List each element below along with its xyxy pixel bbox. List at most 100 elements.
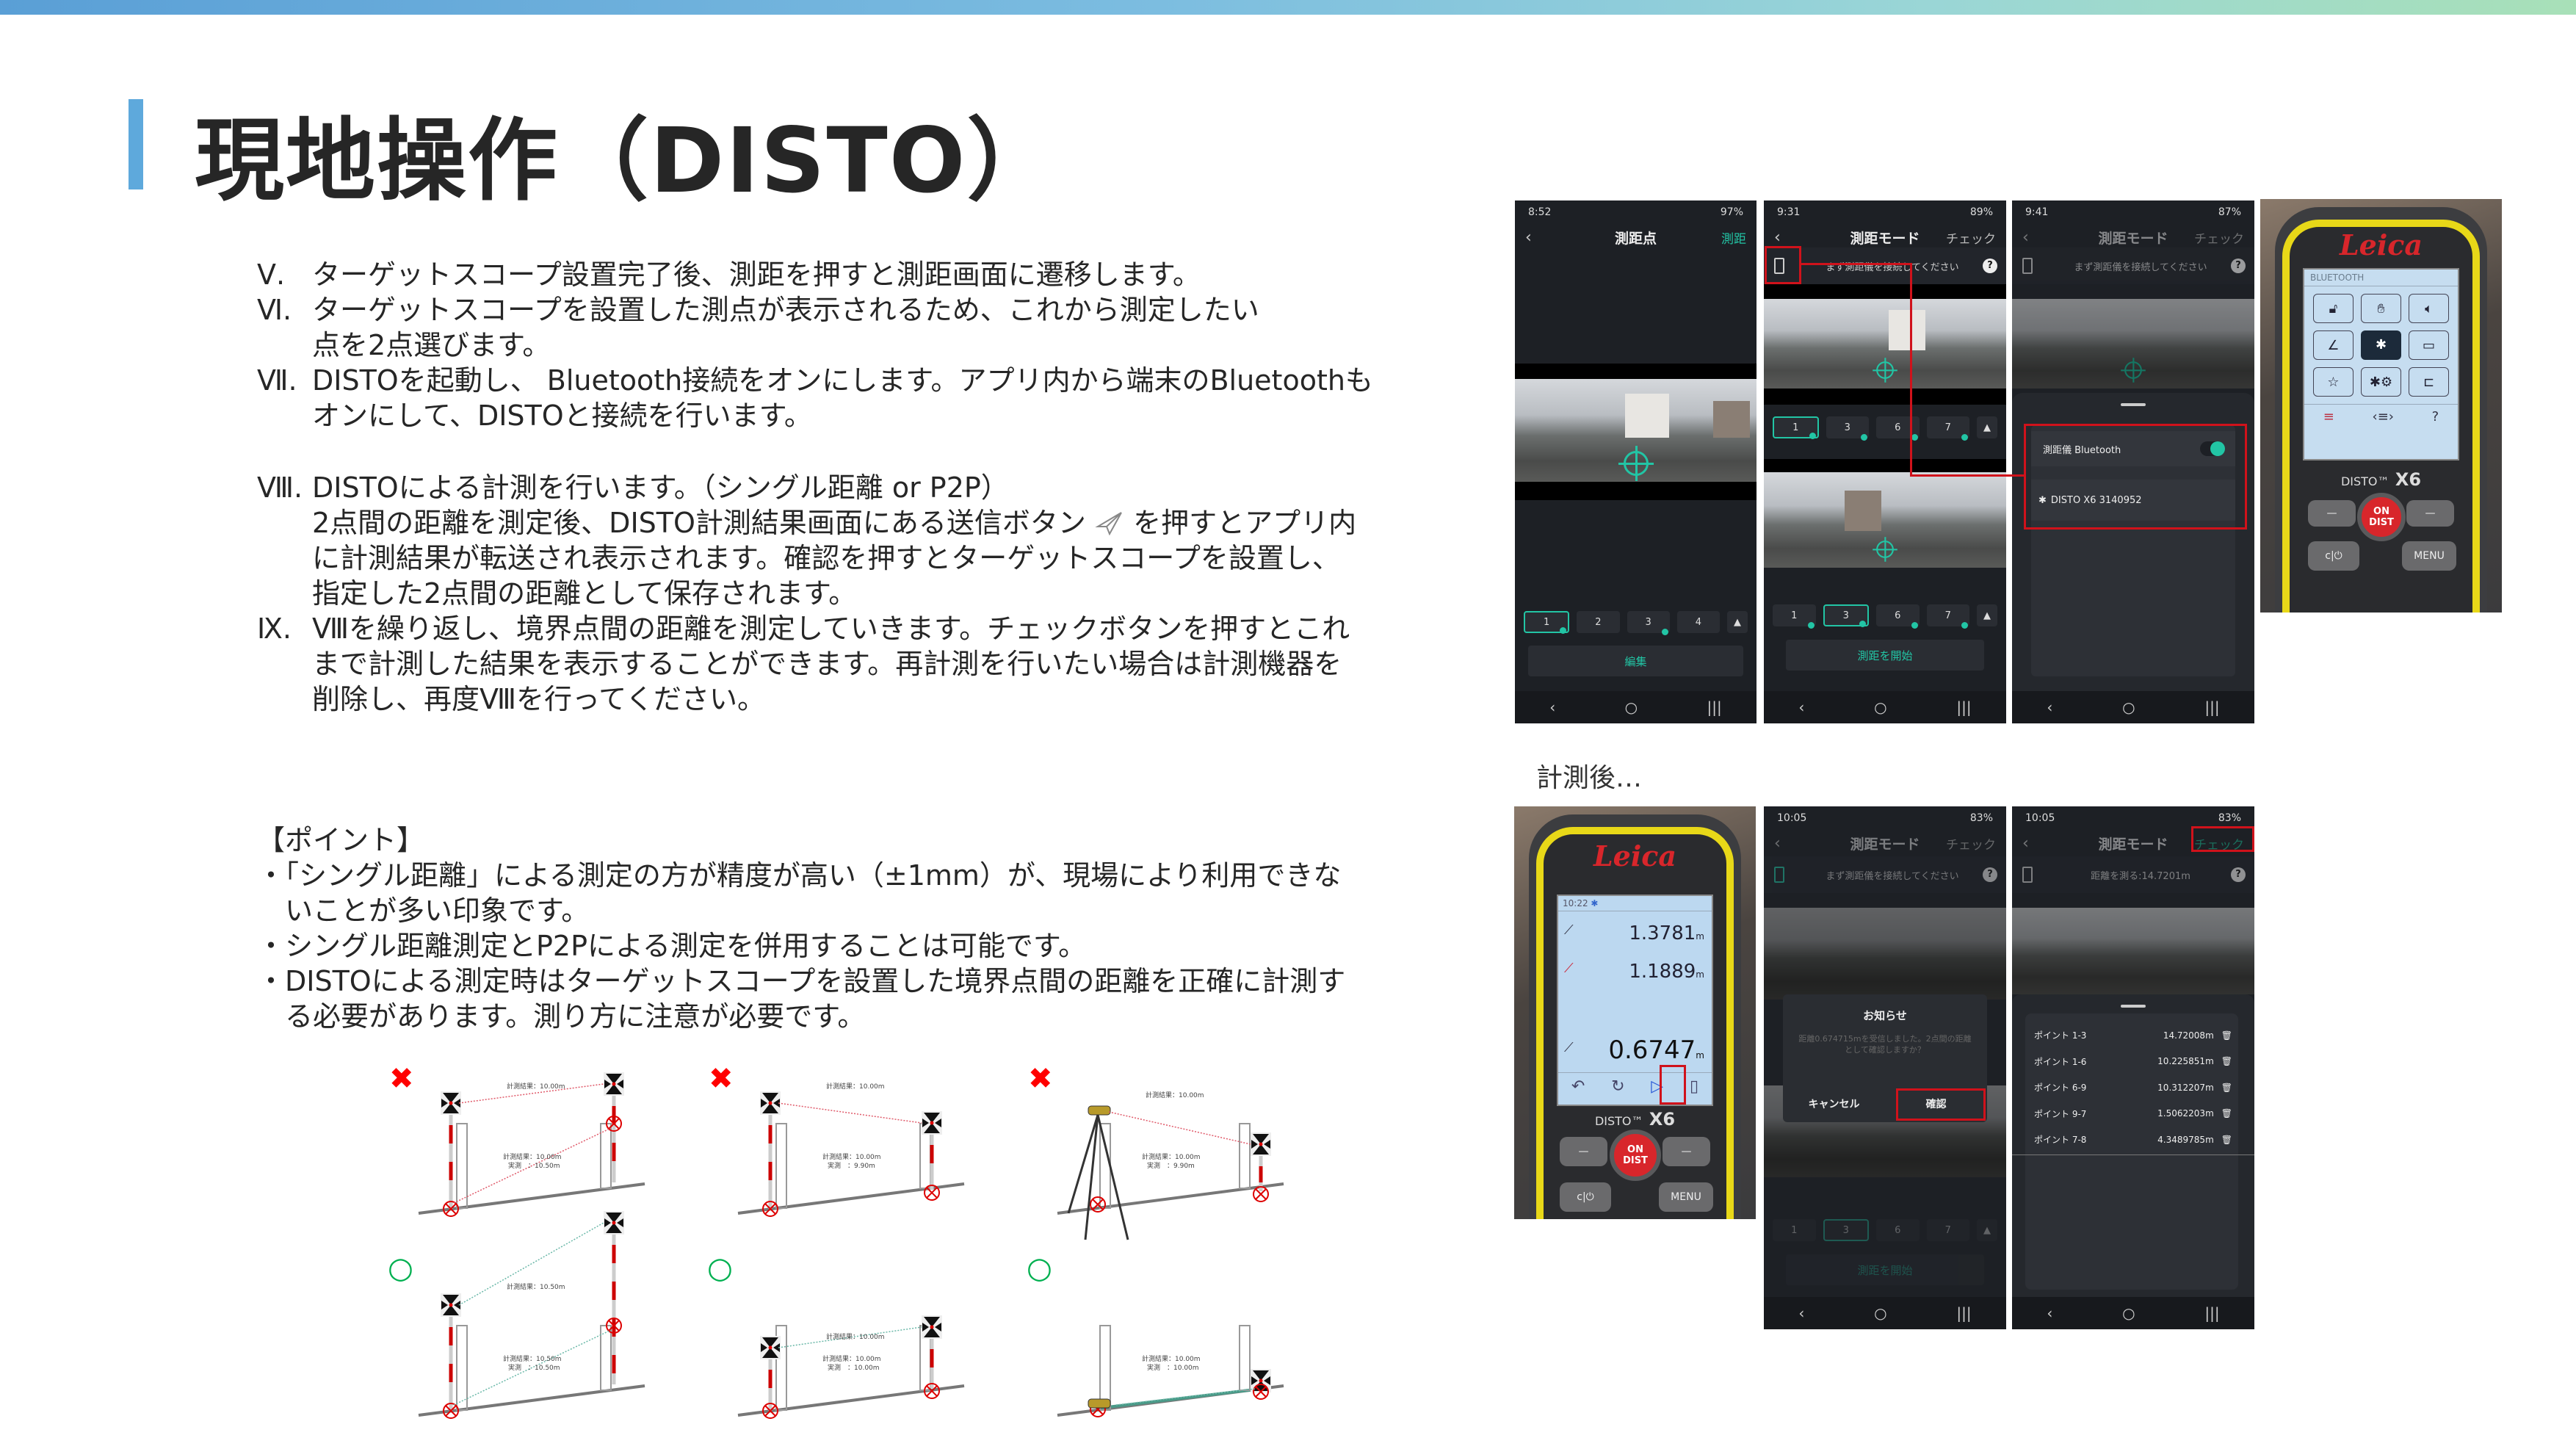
point-chip[interactable]: 3: [1826, 416, 1869, 441]
device-connect-icon[interactable]: [2022, 258, 2033, 274]
step-9: Ⅸ.Ⅷを繰り返し、境界点間の距離を測定していきます。チェックボタンを押すとこれま…: [257, 613, 1350, 715]
target-center: [768, 1101, 773, 1105]
panorama-image[interactable]: [1764, 472, 2006, 568]
screen-title: BLUETOOTH: [2304, 270, 2458, 286]
back-button[interactable]: ‹: [1774, 228, 1781, 247]
point-chip[interactable]: 7: [1926, 1219, 1969, 1241]
right-soft-key[interactable]: —: [1663, 1137, 1710, 1166]
point-chip[interactable]: 1: [1773, 1219, 1816, 1241]
start-measure-button[interactable]: 測距を開始: [1786, 1254, 1984, 1285]
right-soft-key[interactable]: —: [2406, 500, 2454, 527]
disto-device-photo-result: Leica 10:22 ✱ ⟋ 1.3781m ⟋ 1.1889m ⟋ 0.67…: [1514, 806, 1756, 1219]
p2p-icon: ⟋: [1564, 1040, 1574, 1055]
target-center: [1259, 1142, 1263, 1146]
expand-icon[interactable]: ▲: [1727, 611, 1748, 633]
screen-title: 測距モード: [1850, 230, 1920, 247]
screen-title: 測距モード: [1850, 836, 1920, 853]
trash-icon[interactable]: 🗑︎: [2221, 1108, 2232, 1119]
send-icon: [1095, 512, 1122, 536]
panorama-image[interactable]: [1515, 379, 1756, 482]
point-chip[interactable]: 4: [1676, 611, 1720, 633]
point-chip[interactable]: 1: [1524, 611, 1570, 634]
disto-device-row[interactable]: ✱DISTO X6 3140952: [2031, 480, 2235, 521]
point-chip[interactable]: 2: [1577, 611, 1620, 633]
trash-icon[interactable]: 🗑︎: [2221, 1056, 2232, 1067]
device-connect-icon[interactable]: [1774, 258, 1784, 274]
nav-home-icon[interactable]: ○: [1874, 698, 1887, 716]
result-label: ポイント 7-8: [2034, 1135, 2087, 1146]
bottom-sheet: 測距儀 Bluetooth ✱DISTO X6 3140952: [2012, 393, 2254, 691]
device-connect-icon[interactable]: [1774, 867, 1784, 883]
point-chip[interactable]: 6: [1876, 1219, 1920, 1241]
nav-back-icon[interactable]: ‹: [1798, 1304, 1805, 1322]
ladder: [456, 1325, 468, 1411]
point-chip[interactable]: 3: [1823, 604, 1869, 627]
bluetooth-toggle[interactable]: [2200, 441, 2225, 456]
cancel-button[interactable]: キャンセル: [1808, 1099, 1860, 1110]
nav-back-icon[interactable]: ‹: [1798, 698, 1805, 716]
back-button[interactable]: ‹: [2022, 834, 2029, 853]
trash-icon[interactable]: 🗑︎: [2221, 1030, 2232, 1041]
back-button[interactable]: ‹: [2022, 228, 2029, 247]
expand-icon[interactable]: ▲: [1977, 416, 1997, 438]
point-chip[interactable]: 1: [1773, 604, 1816, 629]
help-icon[interactable]: ?: [1983, 867, 1997, 882]
clear-power-button[interactable]: c|⏻: [2308, 541, 2359, 571]
nav-back-icon[interactable]: ‹: [2047, 1304, 2053, 1322]
point-chip[interactable]: 1: [1773, 416, 1819, 439]
point-chip[interactable]: 3: [1627, 611, 1670, 635]
clear-power-button[interactable]: c|⏻: [1560, 1182, 1611, 1212]
panorama-image[interactable]: [1764, 299, 2006, 389]
left-soft-key[interactable]: —: [2308, 500, 2356, 527]
help-icon[interactable]: ?: [2231, 259, 2246, 273]
point-chip[interactable]: 6: [1876, 604, 1920, 629]
nav-back-icon[interactable]: ‹: [2047, 698, 2053, 716]
sheet-handle[interactable]: [2121, 403, 2146, 406]
confirm-button[interactable]: 確認: [1925, 1099, 1947, 1110]
lock-icon: 🔓︎: [2313, 294, 2354, 323]
left-soft-key[interactable]: —: [1560, 1137, 1607, 1166]
start-measure-button[interactable]: 測距を開始: [1786, 640, 1984, 671]
highlight-confirm-button: [1896, 1088, 1986, 1121]
help-icon[interactable]: ?: [2231, 867, 2246, 882]
on-dist-button[interactable]: ON DIST: [2357, 493, 2406, 541]
check-button[interactable]: チェック: [1946, 231, 1996, 247]
nav-recent-icon[interactable]: |||: [1956, 698, 1972, 716]
back-button[interactable]: ‹: [1525, 228, 1532, 247]
nav-recent-icon[interactable]: |||: [1707, 698, 1722, 716]
result-value: 10.225851m: [2157, 1056, 2214, 1067]
back-button[interactable]: ‹: [1774, 834, 1781, 853]
on-dist-button[interactable]: ON DIST: [1610, 1130, 1661, 1181]
nav-recent-icon[interactable]: |||: [2204, 1304, 2220, 1322]
nav-recent-icon[interactable]: |||: [1956, 1304, 1972, 1322]
point-line: ・「シングル距離」による測定の方が精度が高い（±1mm）が、現場により利用できな: [257, 859, 1342, 892]
point-chip[interactable]: 7: [1926, 416, 1969, 441]
menu-button[interactable]: MENU: [1659, 1182, 1713, 1212]
trash-icon[interactable]: 🗑︎: [2221, 1082, 2232, 1093]
wrong-mark-icon: ✖: [709, 1062, 734, 1096]
device-connect-icon[interactable]: [2022, 867, 2033, 883]
nav-home-icon[interactable]: ○: [2122, 1304, 2135, 1322]
check-button[interactable]: チェック: [2194, 837, 2244, 853]
nav-recent-icon[interactable]: |||: [2204, 698, 2220, 716]
help-icon[interactable]: ?: [1983, 259, 1997, 273]
expand-icon[interactable]: ▲: [1977, 1219, 1997, 1241]
nav-home-icon[interactable]: ○: [1874, 1304, 1887, 1322]
nav-home-icon[interactable]: ○: [1624, 698, 1638, 716]
boundary-mark-cross: [1255, 1188, 1267, 1200]
edit-button[interactable]: 編集: [1528, 646, 1743, 676]
point-chip[interactable]: 7: [1926, 604, 1969, 629]
sheet-handle[interactable]: [2121, 1005, 2146, 1008]
menu-button[interactable]: MENU: [2402, 541, 2456, 571]
check-button[interactable]: チェック: [1946, 837, 1996, 853]
nav-back-icon[interactable]: ‹: [1549, 698, 1556, 716]
check-button[interactable]: チェック: [2194, 231, 2244, 247]
target-center: [449, 1303, 453, 1307]
expand-icon[interactable]: ▲: [1977, 604, 1997, 626]
trash-icon[interactable]: 🗑︎: [2221, 1134, 2232, 1145]
nav-home-icon[interactable]: ○: [2122, 698, 2135, 716]
measure-button[interactable]: 測距: [1721, 231, 1746, 247]
point-chip[interactable]: 3: [1823, 1219, 1869, 1241]
point-chip[interactable]: 6: [1876, 416, 1920, 441]
